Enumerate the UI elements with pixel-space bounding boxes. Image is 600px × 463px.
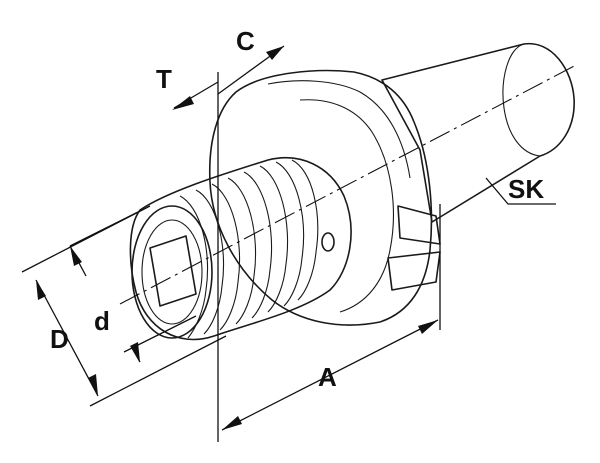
dimension-label-big-d: D [50,324,69,354]
threaded-spindle [129,156,352,341]
taper-cone [381,42,575,223]
flange [208,69,441,326]
dimension-label-small-d: d [94,306,110,336]
dimension-label-t: T [156,64,172,94]
dimension-label-a: A [318,362,337,392]
taper-label-sk: SK [508,174,544,204]
dimension-lines [21,45,556,442]
center-axis [119,63,579,305]
dimension-label-c: C [236,26,255,56]
